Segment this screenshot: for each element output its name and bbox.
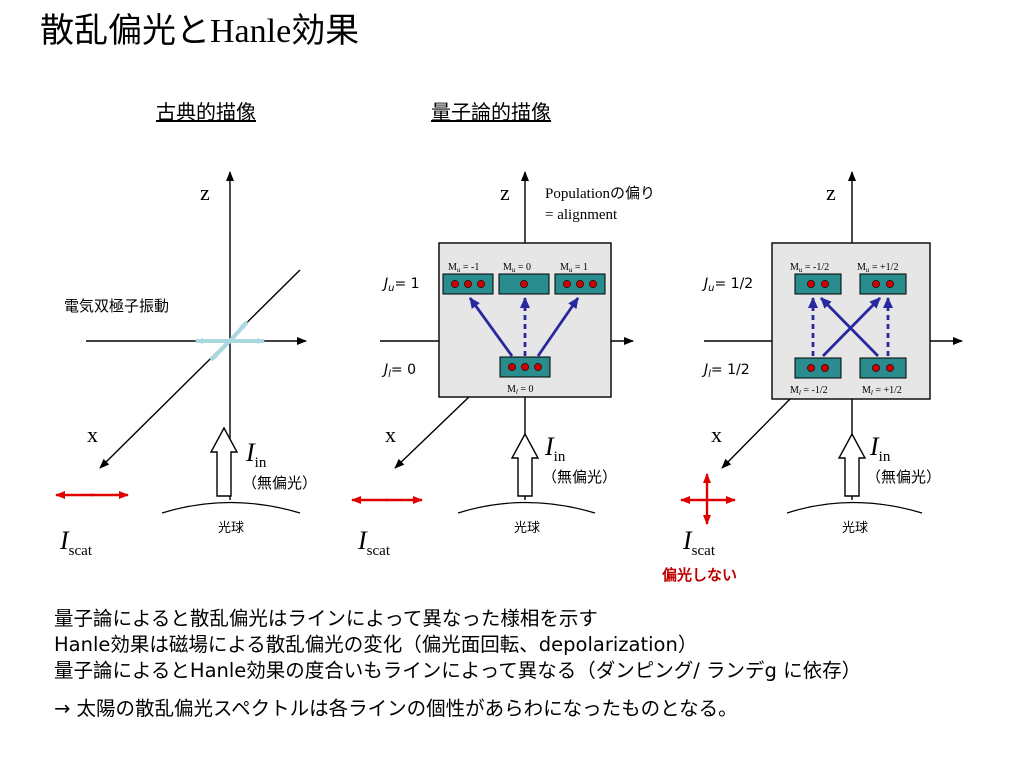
i-scat-label: Iscat	[357, 526, 391, 559]
title-part-hanle: Hanle	[210, 13, 292, 50]
ju-label: Ju= 1	[381, 276, 420, 294]
i-scat-label: Iscat	[59, 526, 93, 559]
photosphere-label: 光球	[218, 521, 244, 536]
lower-level-box-2	[859, 357, 907, 379]
mu-label-2: Mu = +1/2	[857, 262, 898, 274]
upper-level-box-2	[859, 273, 907, 295]
no-polarization-cross-arrows	[680, 473, 736, 525]
classical-heading: 古典的描像	[156, 100, 256, 124]
x-label: x	[87, 422, 98, 447]
population-label: Populationの偏り	[545, 185, 655, 202]
alignment-label: = alignment	[545, 207, 618, 223]
z-label: z	[826, 180, 836, 205]
jl-label: Jl= 1/2	[701, 362, 750, 380]
quantum-heading: 量子論的描像	[431, 100, 551, 124]
x-label: x	[711, 422, 722, 447]
photosphere-label: 光球	[842, 521, 868, 536]
mu-label-2: Mu = 0	[503, 262, 531, 274]
incident-light-arrow	[510, 432, 540, 497]
transition-arrow-1	[468, 297, 514, 357]
quantum-panel-1: z x Populationの偏り = alignment Ju= 1 Jl= …	[351, 171, 655, 559]
dipole-oscillation	[195, 320, 265, 362]
jl-label: Jl= 0	[381, 362, 416, 380]
title-part-1: 散乱偏光と	[40, 11, 210, 51]
upper-level-box-1	[442, 273, 494, 295]
ml-label-1: Ml = -1/2	[790, 385, 828, 397]
photosphere-arc	[457, 501, 596, 514]
ju-label: Ju= 1/2	[701, 276, 753, 294]
lower-level-box-1	[794, 357, 842, 379]
i-in-label: Iin	[245, 438, 267, 471]
scattering-diagram: z x 電気双極子振動 Iin （無偏光） 光球 Iscat z x Popul…	[55, 171, 963, 584]
ml-label-2: Ml = +1/2	[862, 385, 902, 397]
slide-title: 散乱偏光とHanle効果	[40, 6, 359, 57]
photosphere-arc	[786, 501, 923, 514]
explanation-text: 量子論によると散乱偏光はラインによって異なった様相を示す Hanle効果は磁場に…	[54, 606, 861, 722]
x-axis	[99, 269, 301, 469]
i-scat-label: Iscat	[682, 526, 716, 559]
conclusion-line: → 太陽の散乱偏光スペクトルは各ラインの個性があらわになったものとなる。	[54, 697, 738, 720]
quantum-panel-2: z x Ju= 1/2 Jl= 1/2 Mu = -1/2 Mu = +1/2 …	[662, 171, 963, 584]
z-label: z	[500, 180, 510, 205]
no-polarization-label: 偏光しない	[662, 566, 737, 584]
i-in-label: Iin	[869, 432, 891, 465]
bullet-line-3: 量子論によるとHanle効果の度合いもラインによって異なる（ダンピング/ ランデ…	[54, 659, 862, 682]
mu-label-3: Mu = 1	[560, 262, 588, 274]
transition-arrow-4	[820, 297, 879, 357]
lower-level-box	[499, 356, 551, 378]
photosphere-label: 光球	[514, 521, 540, 536]
transition-arrow-3	[822, 297, 881, 357]
photosphere-arc	[161, 501, 301, 514]
unpolarized-label: （無偏光）	[242, 474, 317, 492]
classical-panel: z x 電気双極子振動 Iin （無偏光） 光球 Iscat	[55, 171, 317, 559]
upper-level-box-1	[794, 273, 842, 295]
incident-light-arrow	[837, 432, 867, 497]
title-part-2: 効果	[291, 11, 360, 51]
transition-arrow-3	[536, 297, 580, 357]
i-in-label: Iin	[544, 432, 566, 465]
ml-label-1: Ml = 0	[507, 384, 534, 396]
bullet-line-1: 量子論によると散乱偏光はラインによって異なった様相を示す	[54, 607, 598, 630]
dipole-label: 電気双極子振動	[64, 297, 169, 315]
x-label: x	[385, 422, 396, 447]
incident-light-arrow	[209, 426, 239, 497]
upper-level-box-3	[554, 273, 606, 295]
upper-level-box-2	[498, 273, 550, 295]
mu-label-1: Mu = -1	[448, 262, 479, 274]
unpolarized-label: （無偏光）	[866, 468, 941, 486]
mu-label-1: Mu = -1/2	[790, 262, 829, 274]
bullet-line-2: Hanle効果は磁場による散乱偏光の変化（偏光面回転、depolarizatio…	[54, 633, 698, 656]
unpolarized-label: （無偏光）	[542, 468, 617, 486]
z-label: z	[200, 180, 210, 205]
